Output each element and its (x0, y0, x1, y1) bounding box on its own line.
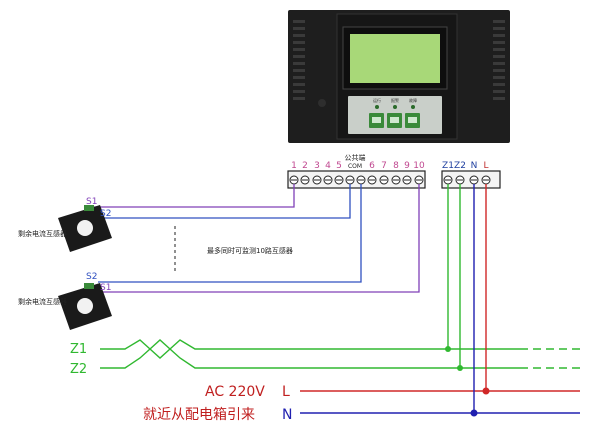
sensor-2-s1-label: S1 (100, 283, 111, 293)
power-terminal-block (441, 170, 501, 189)
indicator-label-run: 运行 (373, 97, 381, 103)
common-terminal-label: 公共端 (345, 153, 366, 162)
monitor-device: 运行 报警 故障 (288, 10, 510, 143)
vent-slots-left (293, 20, 305, 100)
terminal-label-5: 5 (336, 161, 342, 171)
sensor-1-s2-label: S2 (100, 209, 111, 219)
bus-label-n: N (282, 407, 292, 423)
junction-l (482, 387, 490, 395)
sensor-1-name: 剩余电流互感器 (18, 229, 67, 238)
sensor-1-hole (77, 220, 93, 236)
wire-z1 (100, 339, 520, 359)
terminal-label-n: N (471, 161, 478, 171)
indicator-leds: 运行 报警 故障 (373, 97, 417, 109)
lcd-screen (350, 34, 440, 83)
wire-sensor2-s2 (98, 184, 362, 283)
wire-junctions (445, 346, 490, 417)
terminal-label-6: 6 (369, 161, 375, 171)
wire-sensor2-s1 (98, 184, 420, 293)
vent-slots-right (493, 20, 505, 100)
com-label: COM (348, 163, 362, 170)
bus-label-z2: Z2 (70, 362, 87, 377)
indicator-label-alarm: 报警 (391, 97, 399, 103)
terminal-label-10: 10 (413, 161, 425, 171)
sensor-2: S2 S1 剩余电流互感器 (18, 272, 112, 330)
buzzer-hole (318, 99, 326, 107)
terminal-label-1: 1 (291, 161, 297, 171)
source-note: 就近从配电箱引来 (143, 407, 255, 423)
terminal-label-3: 3 (314, 161, 320, 171)
sensor-wires (88, 184, 420, 293)
sensor-1-s1-label: S1 (86, 197, 97, 207)
bus-label-ac: AC 220V (205, 384, 265, 400)
terminal-label-4: 4 (325, 161, 331, 171)
bus-label-l: L (282, 384, 290, 400)
wire-sensor1-s1 (88, 184, 295, 208)
terminal-label-z2: Z2 (454, 161, 466, 171)
led-fault (411, 105, 415, 109)
terminal-label-7: 7 (381, 161, 387, 171)
power-terminal-labels: Z1 Z2 N L (442, 161, 488, 171)
wire-sensor1-s2 (98, 184, 351, 219)
sensor-1-terminals (84, 205, 94, 211)
junction-z2 (457, 365, 463, 371)
led-alarm (393, 105, 397, 109)
sensor-1: S1 S2 剩余电流互感器 (18, 197, 112, 252)
sensor-2-terminals (84, 283, 94, 289)
terminal-label-8: 8 (393, 161, 399, 171)
indicator-label-fault: 故障 (409, 97, 417, 103)
terminal-label-z1: Z1 (442, 161, 454, 171)
junction-z1 (445, 346, 451, 352)
sensor-terminal-block (287, 170, 426, 189)
sensor-2-hole (77, 298, 93, 314)
sensor-2-s2-label: S2 (86, 272, 97, 282)
keys (369, 113, 420, 128)
terminal-label-l: L (483, 161, 488, 171)
bus-label-z1: Z1 (70, 342, 87, 357)
max-sensors-note: 最多同时可监测10路互感器 (207, 246, 293, 255)
terminal-number-labels: 1 2 3 4 5 6 7 8 9 10 (291, 161, 425, 171)
sensor-2-name: 剩余电流互感器 (18, 297, 67, 306)
led-run (375, 105, 379, 109)
terminal-label-9: 9 (404, 161, 410, 171)
junction-n (470, 409, 478, 417)
terminal-label-2: 2 (302, 161, 308, 171)
bus-wires (100, 184, 580, 414)
wire-z2 (100, 339, 520, 369)
